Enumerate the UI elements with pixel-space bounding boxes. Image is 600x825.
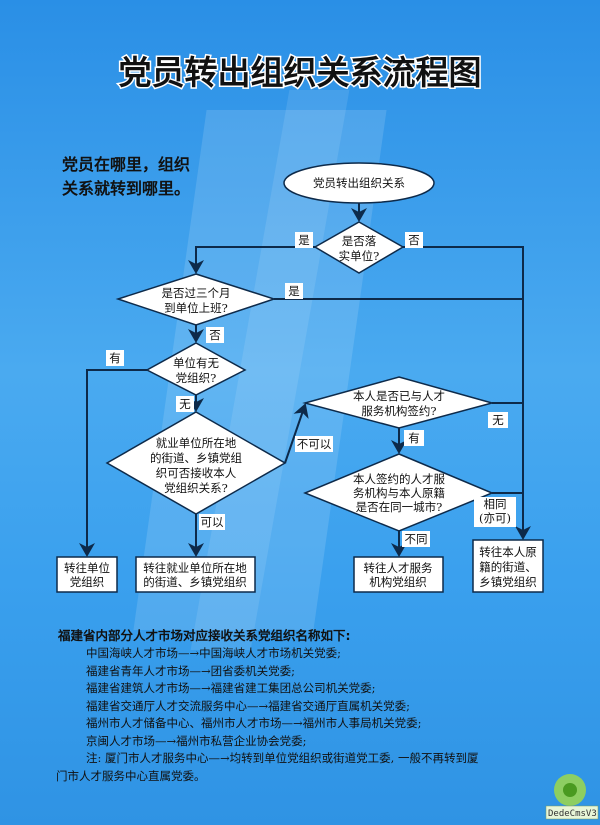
- branch-labels: 是 否 是 否 有 无 可以 不可以 无 有 不同 相同 (亦可): [106, 232, 516, 547]
- decision-d3: 单位有无 党组织?: [145, 342, 247, 396]
- d4-text-4: 党组织关系?: [164, 481, 228, 495]
- decision-d5: 本人是否已与人才 服务机构签约?: [302, 376, 495, 429]
- d4-text-3: 织可否接收本人: [156, 466, 237, 480]
- start-node: 党员转出组织关系: [283, 162, 435, 204]
- box3-text-2: 机构党组织: [369, 575, 427, 589]
- box2-text-2: 的街道、乡镇党组织: [143, 575, 247, 589]
- d1-text-2: 实单位?: [339, 249, 380, 263]
- d4-text-2: 的街道、乡镇党组: [150, 451, 242, 465]
- box4-text-2: 籍的街道、: [479, 560, 537, 574]
- notes-heading: 福建省内部分人才市场对应接收关系党组织名称如下:: [57, 628, 351, 643]
- box2-text-1: 转往就业单位所在地: [143, 561, 247, 575]
- start-node-text: 党员转出组织关系: [313, 176, 405, 190]
- notes-section: 福建省内部分人才市场对应接收关系党组织名称如下: 中国海峡人才市场—→中国海峡人…: [56, 628, 479, 783]
- label-d2-no: 否: [209, 328, 221, 342]
- label-d3-yes: 有: [109, 351, 121, 365]
- box3-text-1: 转往人才服务: [364, 561, 433, 575]
- d5-text-2: 服务机构签约?: [361, 404, 436, 418]
- notes-line: 福建省交通厅人才交流服务中心—→福建省交通厅直属机关党委;: [86, 699, 410, 713]
- result-box-4: 转往本人原 籍的街道、 乡镇党组织: [472, 539, 544, 593]
- result-box-3: 转往人才服务 机构党组织: [353, 556, 444, 593]
- label-d1-yes: 是: [298, 233, 310, 247]
- result-box-2: 转往就业单位所在地 的街道、乡镇党组织: [135, 556, 256, 593]
- label-d4-yes: 可以: [201, 515, 224, 529]
- slogan-line-2: 关系就转到哪里。: [62, 179, 190, 198]
- notes-line: 福州市人才储备中心、福州市人才市场—→福州市人事局机关党委;: [86, 716, 422, 730]
- d3-text-1: 单位有无: [173, 356, 219, 370]
- d6-text-3: 是否在同一城市?: [356, 500, 443, 514]
- watermark-text: DedeCmsV3: [548, 809, 597, 819]
- d2-text-1: 是否过三个月: [162, 286, 231, 300]
- decision-d6: 本人签约的人才服 务机构与本人原籍 是否在同一城市?: [303, 453, 494, 532]
- d5-text-1: 本人是否已与人才: [353, 389, 445, 403]
- notes-line: 京闽人才市场—→福州市私营企业协会党委;: [86, 734, 307, 748]
- label-d6-same-1: 相同: [484, 497, 507, 511]
- label-d6-diff: 不同: [405, 532, 428, 546]
- label-d3-no: 无: [179, 397, 191, 411]
- box4-text-1: 转往本人原: [479, 545, 537, 559]
- label-d5-no: 无: [492, 413, 504, 427]
- box4-text-3: 乡镇党组织: [479, 575, 537, 589]
- decision-d2: 是否过三个月 到单位上班?: [115, 273, 277, 326]
- notes-line: 中国海峡人才市场—→中国海峡人才市场机关党委;: [86, 646, 341, 660]
- slogan-line-1: 党员在哪里，组织: [62, 155, 190, 174]
- label-d6-same-2: (亦可): [479, 511, 511, 525]
- d6-text-1: 本人签约的人才服: [353, 472, 445, 486]
- label-d2-yes: 是: [288, 284, 300, 298]
- box1-text-2: 党组织: [70, 575, 105, 589]
- page-title: 党员转出组织关系流程图: [119, 53, 482, 92]
- label-d5-yes: 有: [408, 431, 420, 445]
- d3-text-2: 党组织?: [176, 371, 217, 385]
- notes-line: 福建省建筑人才市场—→福建省建工集团总公司机关党委;: [86, 681, 376, 695]
- label-d1-no: 否: [408, 233, 420, 247]
- decision-d1: 是否落 实单位?: [313, 221, 405, 274]
- result-box-1: 转往单位 党组织: [56, 556, 118, 593]
- d4-text-1: 就业单位所在地: [156, 436, 237, 450]
- decision-d4: 就业单位所在地 的街道、乡镇党组 织可否接收本人 党组织关系?: [105, 411, 287, 515]
- label-d4-no: 不可以: [297, 437, 332, 451]
- notes-line: 福建省青年人才市场—→团省委机关党委;: [86, 664, 295, 678]
- notes-last-line: 门市人才服务中心直属党委。: [56, 769, 206, 783]
- d2-text-2: 到单位上班?: [164, 301, 228, 315]
- box1-text-1: 转往单位: [64, 561, 110, 575]
- watermark-logo: DedeCmsV3: [545, 774, 599, 820]
- d6-text-2: 务机构与本人原籍: [353, 486, 445, 500]
- d1-text-1: 是否落: [342, 234, 377, 248]
- notes-line: 注: 厦门市人才服务中心—→均转到单位党组织或街道党工委, 一般不再转到厦: [86, 751, 479, 765]
- connectors: [79, 203, 531, 557]
